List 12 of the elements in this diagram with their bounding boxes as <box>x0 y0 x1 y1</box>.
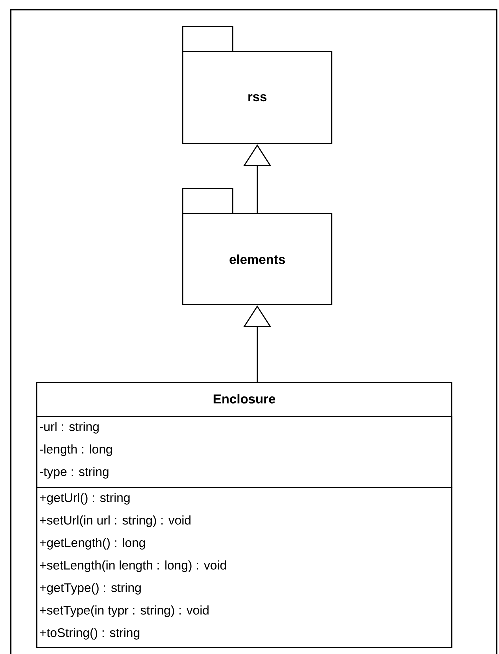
member-text: +setType(in typr : string) : void <box>40 606 209 618</box>
member-text: -type : string <box>40 467 109 479</box>
member-text: +getLength() : long <box>40 538 146 550</box>
member-text: +toString() : string <box>40 628 140 640</box>
member-text: +getType() : string <box>40 583 141 595</box>
package-box: rss <box>182 26 333 145</box>
member-text: +getUrl() : string <box>40 493 130 505</box>
member-text: -url : string <box>40 422 99 434</box>
member-text: -length : long <box>40 444 112 456</box>
member-text: +setLength(in length : long) : void <box>40 560 226 572</box>
member-text: +setUrl(in url : string) : void <box>40 516 191 528</box>
package-box: elements <box>182 188 333 306</box>
